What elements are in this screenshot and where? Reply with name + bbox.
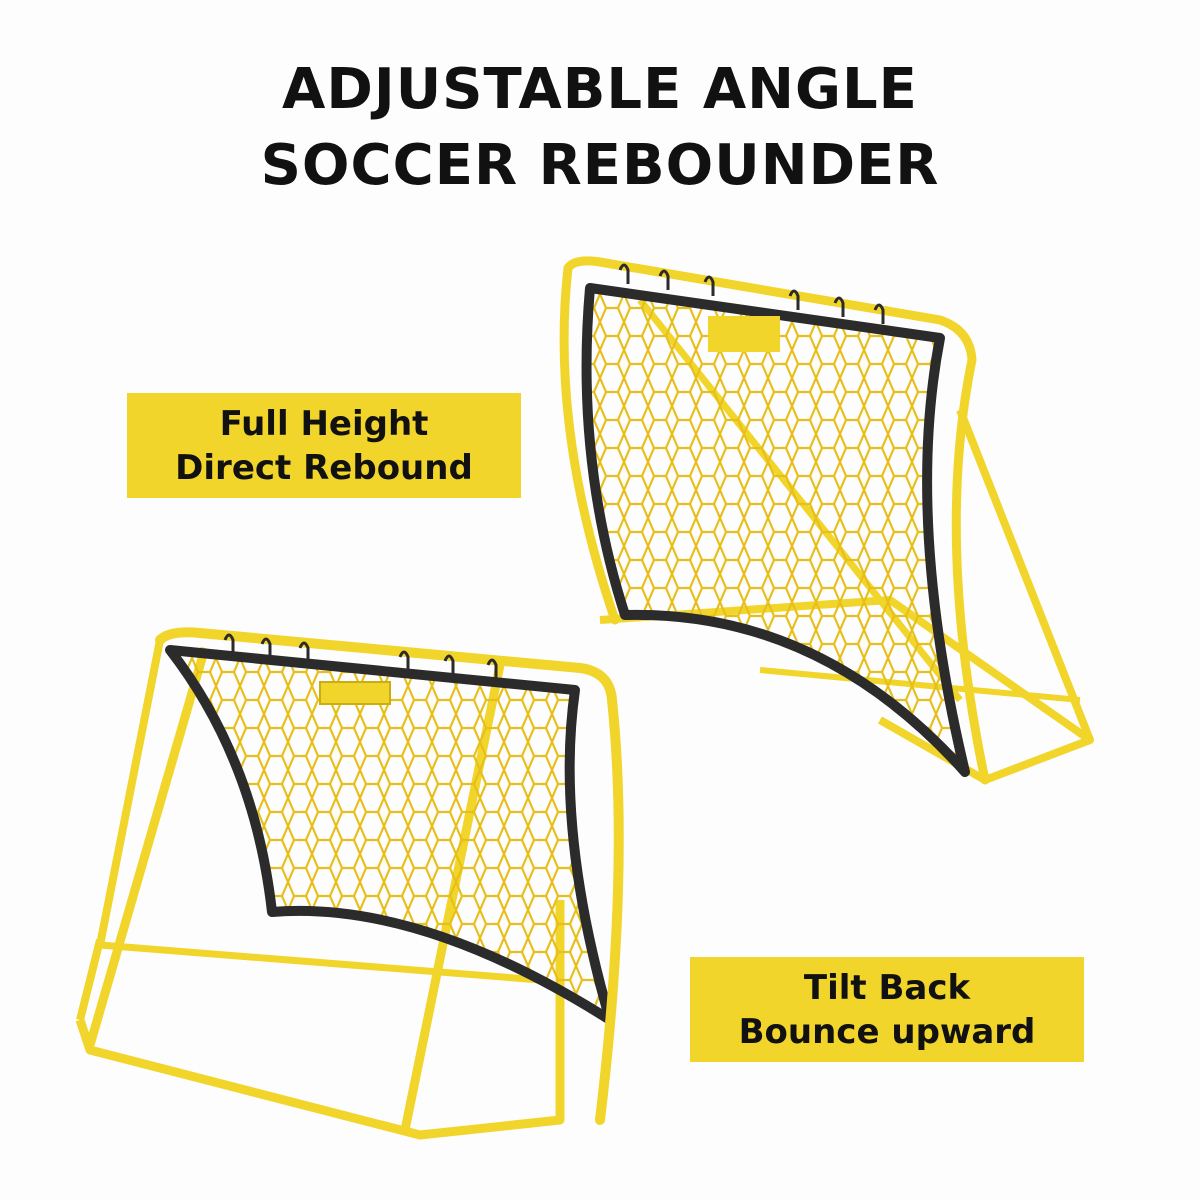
headline: ADJUSTABLE ANGLE SOCCER REBOUNDER: [0, 52, 1200, 204]
rebounder-full-height: [559, 256, 1094, 785]
callout-full-height: Full Height Direct Rebound: [127, 393, 521, 498]
headline-line-2: SOCCER REBOUNDER: [260, 133, 940, 198]
callout-2-line-2: Bounce upward: [738, 1011, 1036, 1052]
callout-tilt-back: Tilt Back Bounce upward: [690, 957, 1084, 1062]
brand-logo-patch: [708, 316, 780, 352]
rebounder-tilt-back: [75, 627, 624, 1140]
callout-2-line-1: Tilt Back: [803, 967, 971, 1008]
headline-line-1: ADJUSTABLE ANGLE: [282, 57, 918, 122]
callout-1-line-2: Direct Rebound: [175, 447, 473, 488]
callout-1-line-1: Full Height: [219, 403, 429, 444]
